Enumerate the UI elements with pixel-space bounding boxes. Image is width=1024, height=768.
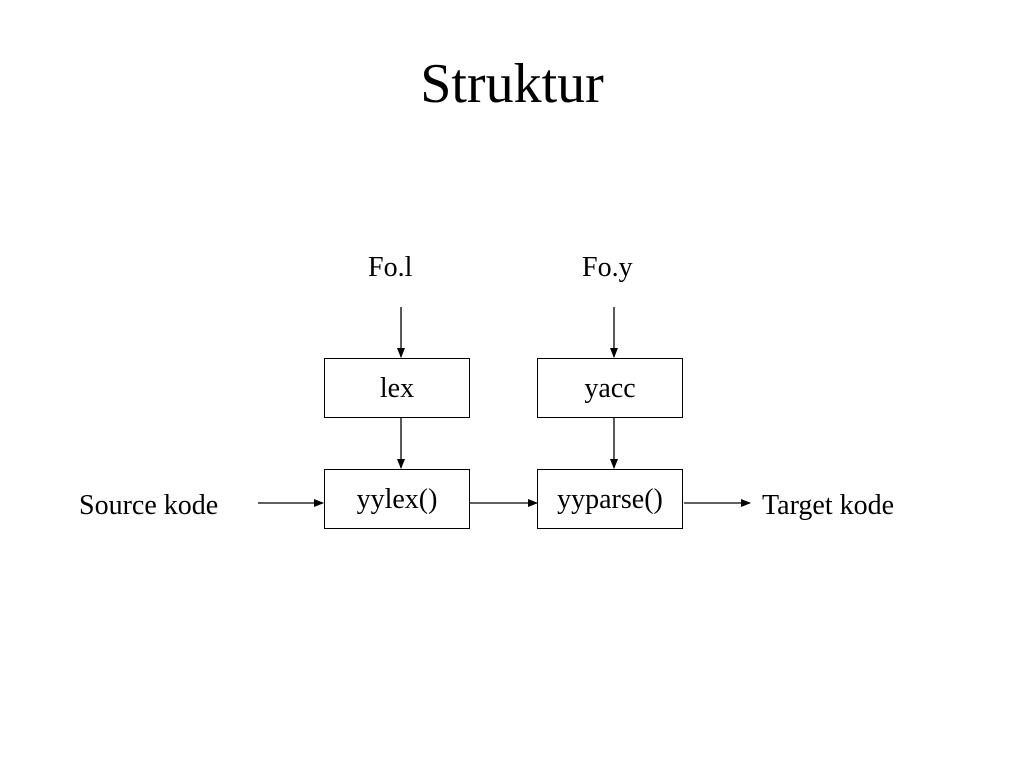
slide-title: Struktur	[420, 53, 604, 115]
yylex-box: yylex()	[324, 469, 470, 529]
yacc-box: yacc	[537, 358, 683, 418]
yyparse-box: yyparse()	[537, 469, 683, 529]
lex-box: lex	[324, 358, 470, 418]
target-code-label: Target kode	[762, 490, 895, 521]
source-code-label: Source kode	[79, 490, 219, 521]
foy-input-label: Fo.y	[582, 252, 633, 283]
fol-input-label: Fo.l	[368, 252, 413, 283]
